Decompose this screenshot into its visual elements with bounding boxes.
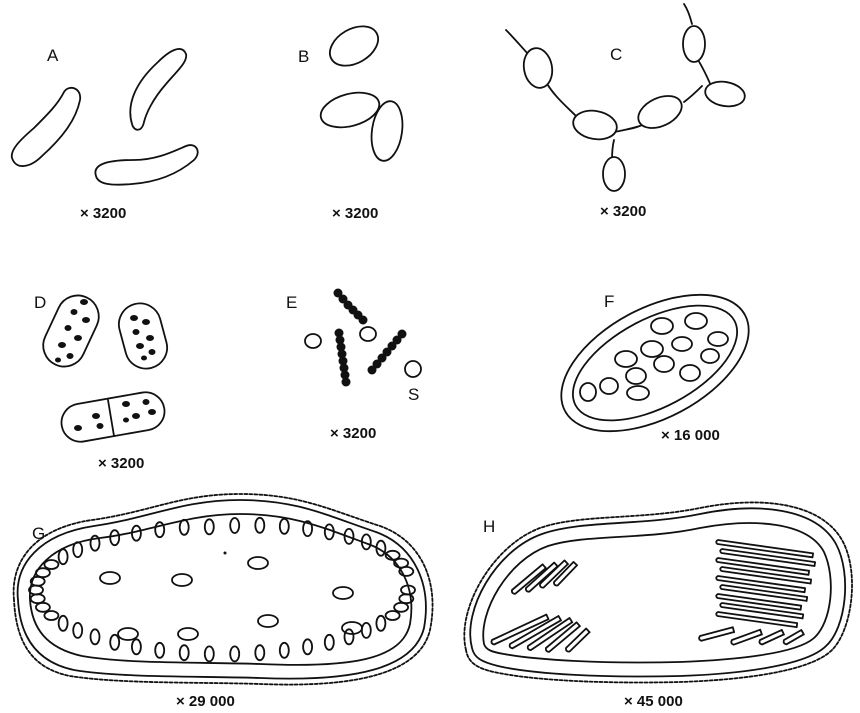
vesicle [155, 522, 164, 537]
vesicle [180, 520, 189, 535]
cell-envelope-wavy [14, 494, 433, 685]
spore [305, 334, 321, 348]
speck [224, 552, 227, 555]
cell-curved-rod [12, 88, 80, 166]
division-septum [108, 400, 114, 436]
vesicle [36, 603, 50, 612]
spore [360, 327, 376, 341]
lamella [512, 564, 546, 594]
panel-e-label: E [286, 293, 297, 312]
panel-a-label: A [47, 46, 59, 65]
panel-h-magnification: × 45 000 [624, 693, 683, 710]
vesicle [280, 643, 289, 658]
lamella [784, 630, 804, 644]
spore [405, 361, 421, 377]
bead-chain [335, 329, 351, 387]
cell-envelope [18, 500, 426, 679]
cell-oval [323, 18, 385, 73]
vesicle [155, 643, 164, 658]
cell-wall-outer [539, 267, 771, 460]
cell-curved-rod [130, 49, 186, 130]
cell-membrane [555, 282, 755, 444]
panel-b-magnification: × 3200 [332, 205, 378, 222]
lamella [759, 630, 783, 645]
panel-a-magnification: × 3200 [80, 205, 126, 222]
panel-g: G × 29 000 [14, 494, 433, 710]
vesicle [73, 542, 82, 557]
granules [74, 399, 156, 431]
vesicle [255, 518, 264, 533]
cell-dividing [58, 389, 167, 444]
vesicle [44, 560, 58, 569]
vesicle [36, 568, 50, 577]
cell-oval [683, 26, 705, 62]
lamella [491, 615, 548, 645]
panel-b: B × 3200 [298, 18, 406, 222]
vesicle [303, 639, 312, 654]
panel-b-label: B [298, 47, 309, 66]
cell-granular [36, 289, 105, 374]
lamella [699, 627, 734, 641]
cell-oval [603, 157, 625, 191]
panel-e-magnification: × 3200 [330, 425, 376, 442]
vesicle [59, 616, 68, 631]
inner-vesicles [100, 557, 362, 640]
vesicle [132, 526, 141, 541]
lamella [510, 616, 561, 648]
vesicle [205, 519, 214, 534]
lamella [731, 630, 762, 645]
vesicle [180, 645, 189, 660]
cell-curved-rod [95, 145, 197, 185]
vesicle [31, 594, 45, 603]
panel-h: H × 45 000 [464, 502, 852, 710]
panel-d-label: D [34, 293, 46, 312]
vesicle [376, 616, 385, 631]
lamella [716, 612, 797, 627]
bead-chain [334, 289, 368, 325]
panel-f-label: F [604, 292, 614, 311]
vesicle [91, 629, 100, 644]
vesicle [255, 645, 264, 660]
panel-g-magnification: × 29 000 [176, 693, 235, 710]
vesicle [230, 646, 239, 661]
bead-chain [368, 330, 407, 375]
thylakoid-lamellae [491, 540, 815, 652]
vesicle [205, 646, 214, 661]
vesicle [44, 611, 58, 620]
cell-granular [114, 299, 172, 374]
panel-h-label: H [483, 517, 495, 536]
lamella [566, 629, 590, 652]
vesicle [280, 519, 289, 534]
panel-c: C × 3200 [506, 4, 747, 220]
panel-e: E S × 3200 [286, 289, 421, 443]
panel-d: D [34, 289, 172, 472]
vesicle [325, 635, 334, 650]
vesicle [394, 603, 408, 612]
cell-oval [633, 90, 687, 135]
vesicle [345, 629, 354, 644]
cell-oval [368, 99, 406, 163]
panel-c-label: C [610, 45, 622, 64]
vesicle [110, 530, 119, 545]
spore-label: S [408, 385, 419, 404]
panel-d-magnification: × 3200 [98, 455, 144, 472]
granules [130, 315, 156, 361]
vesicle [386, 611, 400, 620]
cell-oval [571, 107, 619, 142]
panel-c-magnification: × 3200 [600, 203, 646, 220]
panel-f: F × 16 000 [539, 267, 771, 460]
vesicle [362, 623, 371, 638]
vesicle [73, 623, 82, 638]
vesicle [230, 518, 239, 533]
vesicle [110, 635, 119, 650]
panel-f-magnification: × 16 000 [661, 427, 720, 444]
inclusions [580, 313, 728, 401]
vesicle [132, 639, 141, 654]
vesicle [59, 549, 68, 564]
panel-a: A × 3200 [12, 46, 198, 222]
lamella [720, 603, 803, 619]
